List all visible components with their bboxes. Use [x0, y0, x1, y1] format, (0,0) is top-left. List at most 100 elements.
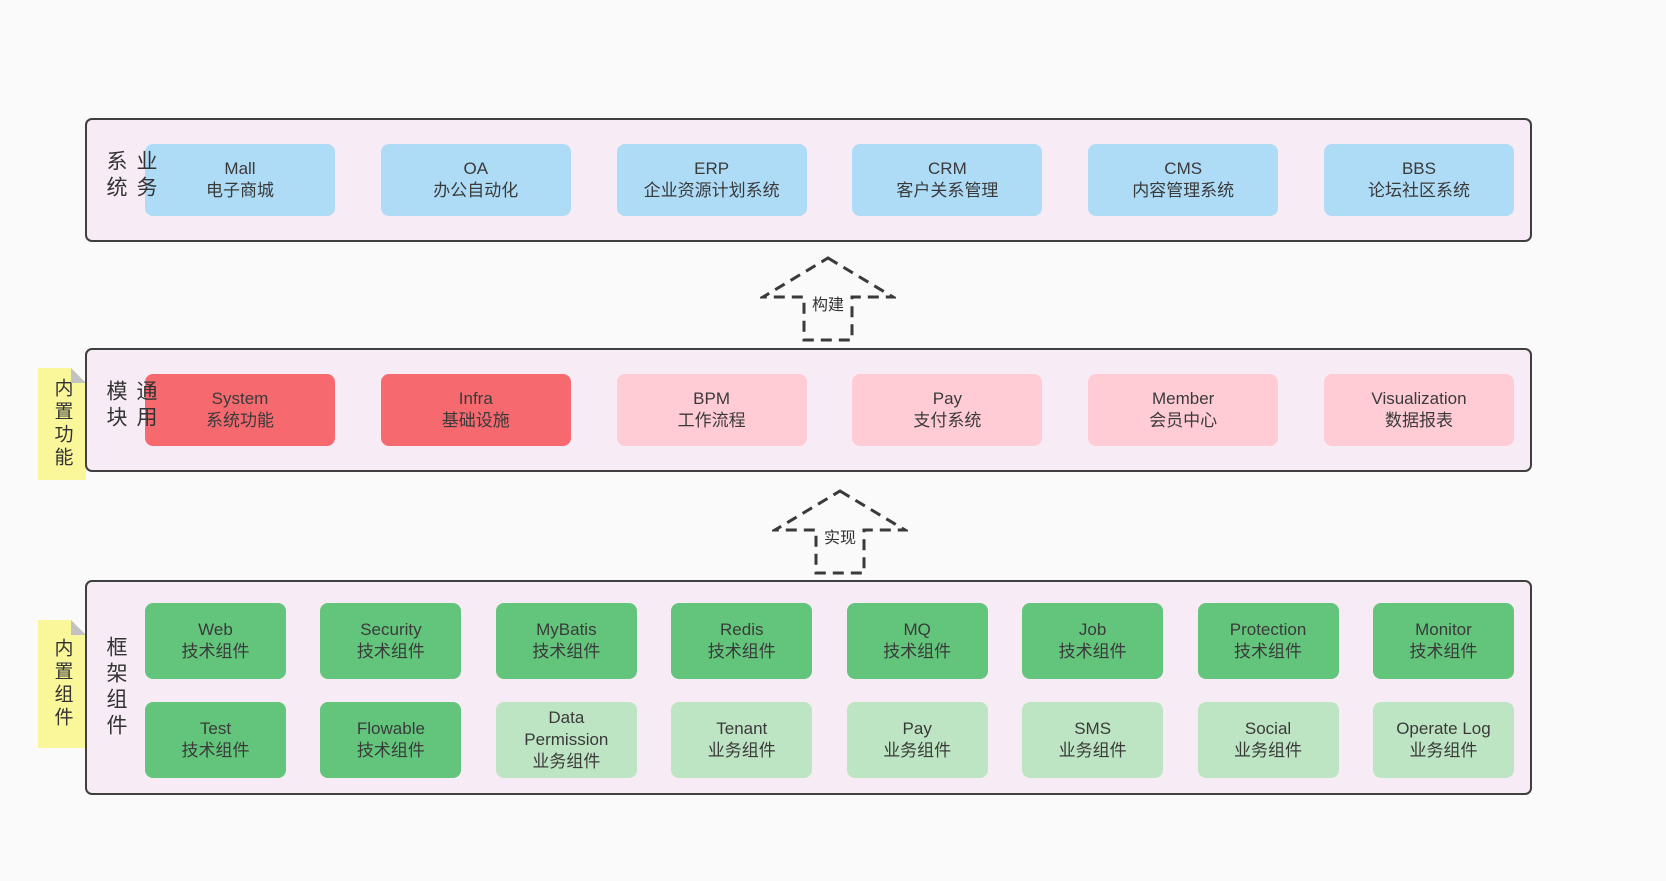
box-monitor: Monitor 技术组件	[1372, 603, 1514, 679]
business-box-row: Mall 电子商城 OA 办公自动化 ERP 企业资源计划系统 CRM 客户关系…	[87, 120, 1530, 240]
box-title: Data Permission	[524, 708, 609, 749]
box-subtitle: 业务组件	[1409, 741, 1478, 760]
implement-arrow-label: 实现	[820, 524, 860, 548]
box-operate-log: Operate Log 业务组件	[1372, 702, 1514, 778]
box-subtitle: 技术组件	[1409, 642, 1478, 661]
box-subtitle: 业务组件	[883, 741, 952, 760]
modules-band-label: 通用模块	[104, 380, 157, 432]
box-flowable: Flowable 技术组件	[320, 702, 462, 778]
box-social: Social 业务组件	[1197, 702, 1339, 778]
box-title: CRM	[928, 159, 967, 178]
common-modules-band: 通用模块 System 系统功能 Infra 基础设施 BPM 工作流程 Pay…	[85, 348, 1532, 472]
box-data-permission: Data Permission 业务组件	[495, 702, 637, 778]
box-subtitle: 技术组件	[356, 642, 425, 661]
build-arrow: 构建	[760, 255, 896, 343]
box-crm: CRM 客户关系管理	[852, 144, 1043, 216]
box-subtitle: 技术组件	[883, 642, 952, 661]
box-title: Web	[198, 620, 233, 639]
box-subtitle: 技术组件	[1058, 642, 1127, 661]
box-subtitle: 技术组件	[1234, 642, 1303, 661]
box-job: Job 技术组件	[1022, 603, 1164, 679]
box-title: BBS	[1401, 159, 1436, 178]
builtin-components-sticky-label: 内置组件	[51, 638, 73, 730]
box-title: SMS	[1074, 719, 1112, 738]
box-title: Pay	[902, 719, 932, 738]
box-subtitle: 技术组件	[707, 642, 776, 661]
modules-box-row: System 系统功能 Infra 基础设施 BPM 工作流程 Pay 支付系统…	[87, 350, 1530, 470]
components-box-row-1: Web 技术组件 Security 技术组件 MyBatis 技术组件 Redi…	[87, 603, 1530, 679]
box-subtitle: 业务组件	[1234, 741, 1303, 760]
components-box-row-2: Test 技术组件 Flowable 技术组件 Data Permission …	[87, 702, 1530, 778]
build-arrow-label: 构建	[808, 291, 848, 315]
box-visualization: Visualization 数据报表	[1323, 374, 1514, 446]
box-title: MyBatis	[536, 620, 597, 639]
box-subtitle: 内容管理系统	[1132, 181, 1235, 200]
box-subtitle: 电子商城	[206, 181, 274, 200]
box-erp: ERP 企业资源计划系统	[616, 144, 807, 216]
box-title: Security	[360, 620, 422, 639]
box-subtitle: 工作流程	[677, 411, 746, 430]
box-title: Mall	[224, 159, 256, 178]
box-subtitle: 技术组件	[181, 741, 250, 760]
box-subtitle: 客户关系管理	[896, 181, 999, 200]
box-title: BPM	[693, 389, 731, 408]
box-subtitle: 支付系统	[913, 411, 982, 430]
box-mall: Mall 电子商城	[145, 144, 335, 216]
box-title: System	[211, 389, 269, 408]
business-band-label: 业务系统	[104, 150, 157, 202]
box-title: Job	[1078, 620, 1107, 639]
box-protection: Protection 技术组件	[1197, 603, 1339, 679]
box-subtitle: 技术组件	[181, 642, 250, 661]
builtin-features-sticky-label: 内置功能	[51, 378, 73, 470]
box-title: Operate Log	[1396, 719, 1491, 738]
builtin-features-sticky-note: 内置功能	[38, 368, 86, 480]
box-test: Test 技术组件	[145, 702, 286, 778]
box-title: Member	[1152, 389, 1215, 408]
box-subtitle: 技术组件	[356, 741, 425, 760]
box-cms: CMS 内容管理系统	[1088, 144, 1279, 216]
box-subtitle: 业务组件	[532, 752, 601, 771]
box-title: Visualization	[1371, 389, 1467, 408]
box-subtitle: 技术组件	[532, 642, 601, 661]
box-subtitle: 系统功能	[206, 411, 274, 430]
components-band-label: 框架组件	[104, 635, 127, 740]
box-infra: Infra 基础设施	[380, 374, 571, 446]
framework-components-band: 框架组件 Web 技术组件 Security 技术组件 MyBatis 技术组件…	[85, 580, 1532, 795]
box-title: Flowable	[356, 719, 425, 738]
box-subtitle: 业务组件	[707, 741, 776, 760]
builtin-components-sticky-note: 内置组件	[38, 620, 86, 748]
box-oa: OA 办公自动化	[380, 144, 571, 216]
box-title: Pay	[932, 389, 963, 408]
box-subtitle: 数据报表	[1384, 411, 1453, 430]
box-subtitle: 业务组件	[1058, 741, 1127, 760]
box-pay: Pay 支付系统	[852, 374, 1043, 446]
box-subtitle: 基础设施	[441, 411, 510, 430]
box-tenant: Tenant 业务组件	[671, 702, 813, 778]
box-security: Security 技术组件	[320, 603, 462, 679]
box-title: OA	[463, 159, 489, 178]
box-subtitle: 办公自动化	[433, 181, 519, 200]
box-title: ERP	[694, 159, 730, 178]
box-title: Monitor	[1415, 620, 1472, 639]
box-pay-biz: Pay 业务组件	[846, 702, 988, 778]
box-subtitle: 论坛社区系统	[1367, 181, 1470, 200]
box-title: Protection	[1229, 620, 1307, 639]
box-title: Tenant	[716, 719, 768, 738]
box-mybatis: MyBatis 技术组件	[495, 603, 637, 679]
box-web: Web 技术组件	[145, 603, 286, 679]
box-bbs: BBS 论坛社区系统	[1323, 144, 1514, 216]
box-title: Test	[199, 719, 232, 738]
box-bpm: BPM 工作流程	[616, 374, 807, 446]
business-systems-band: 业务系统 Mall 电子商城 OA 办公自动化 ERP 企业资源计划系统 CRM…	[85, 118, 1532, 242]
box-title: Infra	[458, 389, 493, 408]
box-system: System 系统功能	[145, 374, 335, 446]
box-title: CMS	[1164, 159, 1203, 178]
box-title: Redis	[720, 620, 764, 639]
box-title: MQ	[903, 620, 931, 639]
box-subtitle: 企业资源计划系统	[643, 181, 780, 200]
implement-arrow: 实现	[772, 488, 908, 576]
box-redis: Redis 技术组件	[671, 603, 813, 679]
box-member: Member 会员中心	[1088, 374, 1279, 446]
box-title: Social	[1244, 719, 1292, 738]
box-subtitle: 会员中心	[1149, 411, 1218, 430]
